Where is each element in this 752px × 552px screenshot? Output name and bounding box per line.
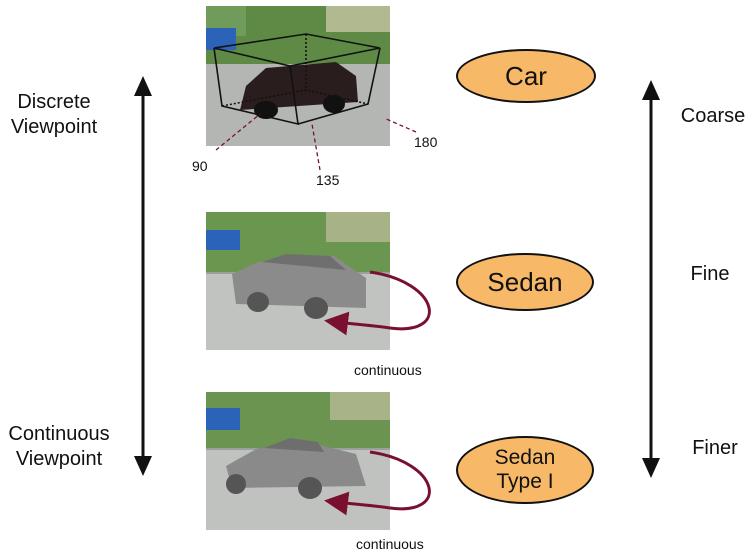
sedan-type-ellipse-line2: Type I <box>496 470 554 493</box>
car-scene-image <box>206 6 390 146</box>
angle-90-line <box>215 113 261 151</box>
left-axis-arrow <box>134 76 152 476</box>
right-axis-arrow <box>642 80 660 478</box>
car-ellipse: Car <box>456 49 596 103</box>
sedan-type-rotation-arrow <box>324 450 431 516</box>
discrete-label-line2: Viewpoint <box>10 116 98 138</box>
angle-135-line <box>311 123 321 171</box>
continuous-label-line1: Continuous <box>8 423 110 445</box>
angle-90-label: 90 <box>192 158 208 174</box>
coarse-label: Coarse <box>680 105 746 127</box>
continuous-label-line2: Viewpoint <box>15 448 103 470</box>
sedan-type-ellipse-line1: Sedan <box>494 446 556 469</box>
sedan-type-caption: continuous <box>356 536 424 552</box>
sedan-type-scene-image <box>206 392 390 530</box>
discrete-viewpoint-label: Discrete Viewpoint <box>2 90 106 140</box>
fine-label: Fine <box>690 263 730 285</box>
angle-180-label: 180 <box>414 134 438 150</box>
sedan-rotation-arrow <box>324 270 431 336</box>
sedan-ellipse-label: Sedan <box>487 266 563 297</box>
sedan-caption: continuous <box>354 362 422 378</box>
sedan-scene-image <box>206 212 390 350</box>
sedan-photo <box>206 212 390 350</box>
sedan-type-photo <box>206 392 390 530</box>
angle-180-line <box>383 117 417 133</box>
discrete-label-line1: Discrete <box>17 91 91 113</box>
angle-135-label: 135 <box>316 172 340 188</box>
finer-label: Finer <box>692 437 738 459</box>
sedan-type-ellipse: Sedan Type I <box>456 436 594 504</box>
sedan-ellipse: Sedan <box>456 253 594 311</box>
continuous-viewpoint-label: Continuous Viewpoint <box>0 422 118 472</box>
car-photo <box>206 6 390 146</box>
car-ellipse-label: Car <box>505 60 547 91</box>
